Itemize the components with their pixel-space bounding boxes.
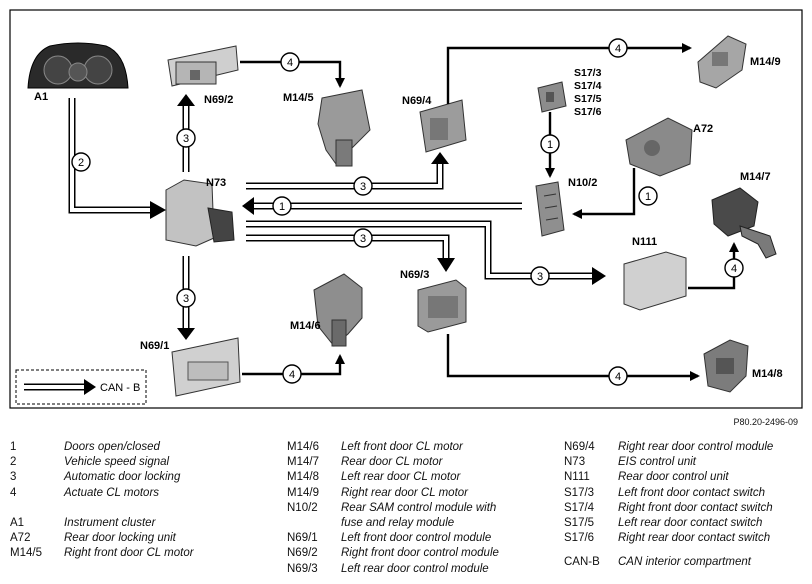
svg-text:1: 1	[645, 191, 651, 203]
label-m14-9: M14/9	[750, 56, 781, 68]
wire-a72-n10-2	[572, 168, 636, 219]
label-s17-5: S17/5	[574, 93, 602, 105]
module-n69-4	[419, 99, 467, 153]
signal-badge: 3	[176, 128, 196, 148]
label-n69-4: N69/4	[402, 95, 432, 107]
label-m14-6: M14/6	[290, 320, 321, 332]
label-n69-3: N69/3	[400, 269, 429, 281]
label-m14-7: M14/7	[740, 171, 771, 183]
signal-badge: 2	[71, 152, 91, 172]
label-n73: N73	[206, 177, 226, 189]
wire-n69-1-m14-6	[242, 354, 345, 376]
svg-text:4: 4	[615, 43, 621, 55]
signal-badge: 4	[282, 364, 302, 384]
svg-text:CAN - B: CAN - B	[100, 382, 140, 394]
svg-text:1: 1	[547, 139, 553, 151]
svg-text:3: 3	[360, 233, 366, 245]
signal-badge: 1	[638, 186, 658, 206]
label-n10-2: N10/2	[568, 177, 597, 189]
figure-reference: P80.20-2496-09	[733, 417, 798, 427]
signal-badge: 4	[608, 366, 628, 386]
svg-text:4: 4	[287, 57, 293, 69]
signal-badge: 1	[540, 134, 560, 154]
signal-badge: 1	[272, 196, 292, 216]
svg-text:2: 2	[78, 157, 84, 169]
motor-m14-6	[313, 273, 363, 347]
svg-text:1: 1	[279, 201, 285, 213]
label-s17-6: S17/6	[574, 106, 602, 118]
label-s17-3: S17/3	[574, 67, 602, 79]
label-a1: A1	[34, 91, 48, 103]
instrument-cluster-a1	[27, 42, 129, 89]
svg-text:3: 3	[183, 293, 189, 305]
signal-badge: 3	[353, 176, 373, 196]
module-n69-1	[171, 337, 241, 397]
motor-m14-8	[703, 339, 749, 393]
motor-m14-9	[697, 35, 747, 89]
module-n69-2	[167, 45, 239, 87]
svg-text:3: 3	[537, 271, 543, 283]
signal-badge: 3	[176, 288, 196, 308]
label-s17-4: S17/4	[574, 80, 602, 92]
eis-control-unit-n73	[165, 179, 235, 247]
can-network-diagram: A1 N69/2 M14/5 N69/4 S17/3 S17/4 S17/5 S…	[9, 9, 803, 409]
door-contact-switch-s17	[537, 81, 567, 113]
label-n69-1: N69/1	[140, 340, 169, 352]
svg-text:3: 3	[183, 133, 189, 145]
label-n69-2: N69/2	[204, 94, 233, 106]
signal-badge: 3	[530, 266, 550, 286]
module-n69-3	[417, 279, 467, 333]
motor-m14-5	[317, 89, 371, 167]
svg-text:4: 4	[731, 263, 737, 275]
signal-badge: 4	[608, 38, 628, 58]
rear-sam-module-n10-2	[535, 181, 565, 237]
rear-door-locking-unit-a72	[625, 117, 693, 177]
rear-door-control-unit-n111	[623, 251, 687, 311]
motor-m14-7	[711, 187, 777, 259]
can-b-legend: CAN - B	[15, 369, 147, 405]
signal-badge: 4	[280, 52, 300, 72]
signal-badge: 4	[724, 258, 744, 278]
signal-badge: 3	[353, 228, 373, 248]
label-n111: N111	[632, 236, 657, 248]
label-m14-8: M14/8	[752, 368, 783, 380]
legend-row: fuse and relay module	[341, 517, 455, 530]
wire-n69-2-m14-5	[240, 60, 345, 88]
svg-text:3: 3	[360, 181, 366, 193]
svg-text:4: 4	[615, 371, 621, 383]
svg-text:4: 4	[289, 369, 295, 381]
label-m14-5: M14/5	[283, 92, 314, 104]
label-a72: A72	[693, 123, 713, 135]
